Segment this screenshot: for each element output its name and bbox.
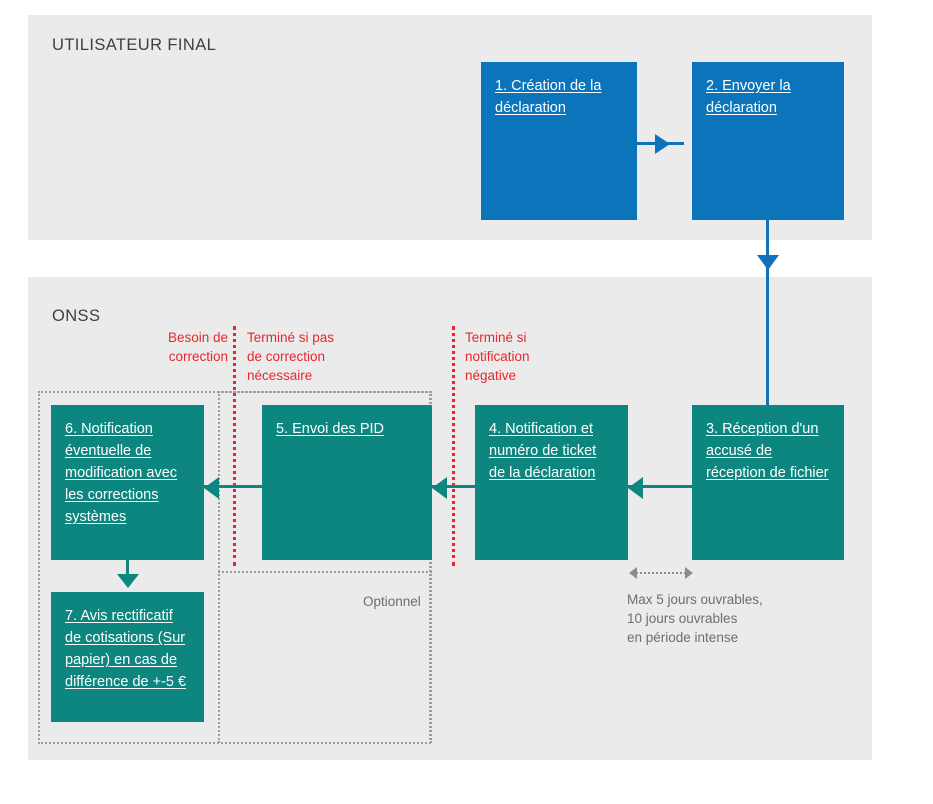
connector-4-to-5-line-inner (398, 485, 433, 488)
process-node-3[interactable]: 3. Réception d'un accusé de réception de… (692, 405, 844, 560)
process-node-1-text: 1. Création de la déclaration (495, 78, 602, 116)
process-node-7[interactable]: 7. Avis rectificatif de cotisations (Sur… (51, 592, 204, 722)
arrowhead-down-icon (757, 255, 779, 270)
process-node-6-label: 6. Notification éventuelle de modificati… (51, 405, 204, 528)
connector-5-to-6-line-inner (170, 485, 205, 488)
swimlane-title-utilisateur-final: UTILISATEUR FINAL (52, 36, 217, 54)
measurement-arrow-icon (629, 567, 693, 579)
connector-3-to-4-line (628, 485, 692, 488)
process-node-5-label: 5. Envoi des PID (262, 405, 432, 440)
process-node-4-text: 4. Notification et numéro de ticket de l… (489, 421, 597, 481)
annotation-sla-delay: Max 5 jours ouvrables, 10 jours ouvrable… (627, 592, 763, 645)
process-node-4[interactable]: 4. Notification et numéro de ticket de l… (475, 405, 628, 560)
process-node-3-text: 3. Réception d'un accusé de réception de… (706, 421, 829, 481)
process-node-1[interactable]: 1. Création de la déclaration (481, 62, 637, 220)
process-node-2-label: 2. Envoyer la déclaration (692, 62, 844, 119)
process-node-5-text: 5. Envoi des PID (276, 421, 384, 437)
process-node-2-text: 2. Envoyer la déclaration (706, 78, 791, 116)
connector-6-to-7-line (126, 560, 129, 584)
arrowhead-left-icon (398, 477, 413, 499)
arrowhead-left-icon (628, 477, 643, 499)
group-optional-region-bottom (218, 571, 432, 743)
arrowhead-left-icon (170, 477, 185, 499)
arrowhead-right-icon (655, 134, 670, 154)
group-label-optionnel: Optionnel (363, 594, 421, 609)
arrowhead-left-icon (204, 477, 219, 499)
decision-label-termine-si-pas-de-correction: Terminé si pas de correction nécessaire (247, 330, 335, 383)
decision-label-termine-si-notification-negative: Terminé si notification négative (465, 330, 530, 383)
process-node-7-label: 7. Avis rectificatif de cotisations (Sur… (51, 592, 204, 693)
decision-label-besoin-de-correction: Besoin de correction (167, 330, 228, 364)
process-node-1-label: 1. Création de la déclaration (481, 62, 637, 119)
swimlane-title-onss: ONSS (52, 307, 101, 325)
arrowhead-left-icon (432, 477, 447, 499)
decision-rule-notification (452, 326, 455, 566)
connector-2-to-3-line (766, 220, 769, 406)
process-node-7-text: 7. Avis rectificatif de cotisations (Sur… (65, 608, 187, 690)
process-node-2[interactable]: 2. Envoyer la déclaration (692, 62, 844, 220)
arrowhead-down-icon (117, 574, 139, 588)
process-node-3-label: 3. Réception d'un accusé de réception de… (692, 405, 844, 484)
process-node-4-label: 4. Notification et numéro de ticket de l… (475, 405, 628, 484)
decision-rule-correction (233, 326, 236, 566)
process-node-6-text: 6. Notification éventuelle de modificati… (65, 421, 178, 525)
